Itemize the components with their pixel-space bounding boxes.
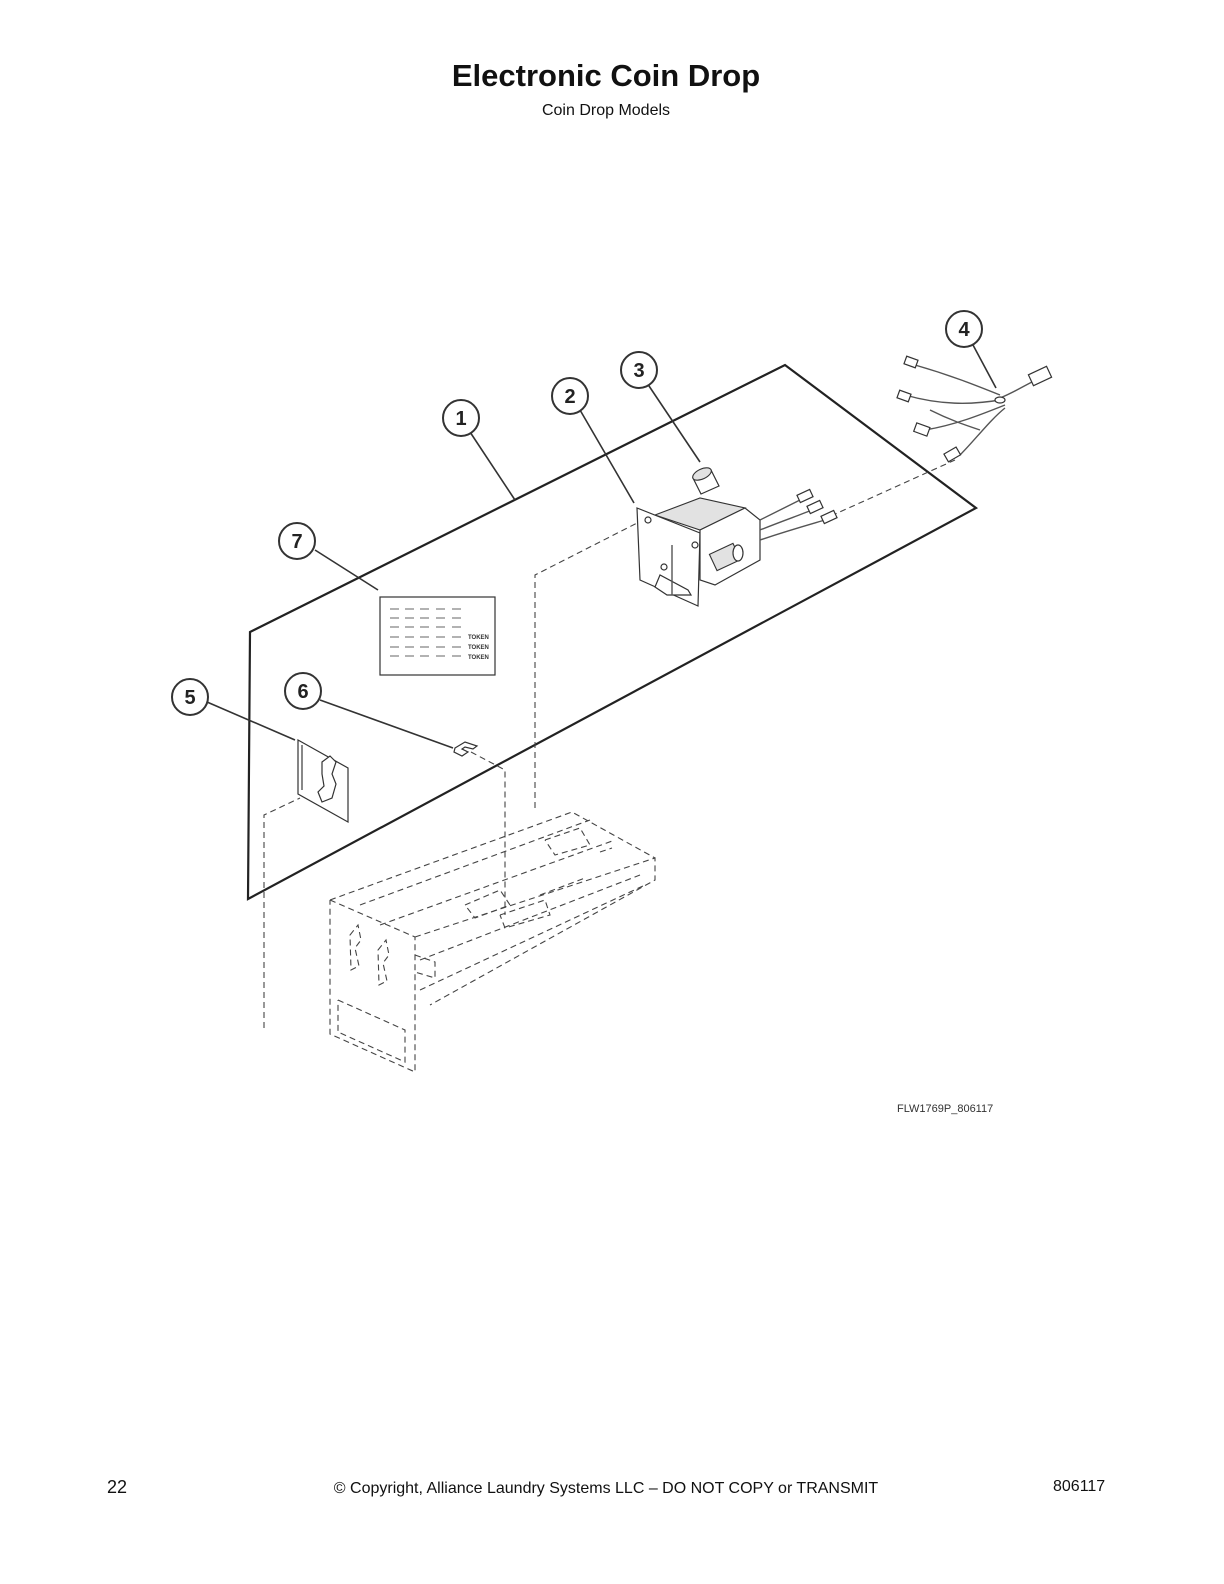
svg-text:2: 2 bbox=[564, 386, 575, 408]
callout-7: 7 bbox=[278, 522, 316, 560]
token-label-1: TOKEN bbox=[468, 635, 489, 641]
token-label-2: TOKEN bbox=[468, 645, 489, 651]
decal-text-lines bbox=[390, 608, 461, 657]
alignment-lines bbox=[263, 459, 956, 1028]
callout-6: 6 bbox=[284, 672, 322, 710]
callout-4: 4 bbox=[945, 310, 983, 348]
svg-text:6: 6 bbox=[297, 681, 308, 703]
retainer-clip bbox=[453, 741, 479, 757]
svg-text:5: 5 bbox=[184, 687, 195, 709]
coin-drop-module bbox=[636, 488, 838, 607]
footer-page-number: 22 bbox=[107, 1477, 128, 1497]
page-subtitle: Coin Drop Models bbox=[541, 102, 671, 119]
svg-text:7: 7 bbox=[291, 531, 302, 553]
coin-decal-label: TOKEN TOKEN TOKEN bbox=[379, 596, 496, 676]
svg-text:1: 1 bbox=[455, 408, 466, 430]
front-panel bbox=[246, 363, 979, 901]
footer-doc-number: 806117 bbox=[1053, 1478, 1106, 1495]
footer-copyright: © Copyright, Alliance Laundry Systems LL… bbox=[333, 1480, 879, 1497]
ferrite-bead bbox=[692, 467, 720, 495]
coin-slot-plate bbox=[297, 738, 349, 824]
callout-5: 5 bbox=[171, 678, 209, 716]
callout-3: 3 bbox=[620, 351, 658, 389]
page-title: Electronic Coin Drop bbox=[451, 58, 761, 93]
leader-lines bbox=[206, 344, 997, 749]
svg-text:3: 3 bbox=[633, 360, 644, 382]
callout-1: 1 bbox=[442, 399, 480, 437]
drawing-id: FLW1769P_806117 bbox=[897, 1103, 994, 1115]
coin-drop-assembly-outline bbox=[329, 811, 656, 1073]
token-label-3: TOKEN bbox=[468, 655, 489, 661]
wiring-harness bbox=[896, 355, 1053, 463]
callout-2: 2 bbox=[551, 377, 589, 415]
svg-text:4: 4 bbox=[958, 319, 970, 341]
